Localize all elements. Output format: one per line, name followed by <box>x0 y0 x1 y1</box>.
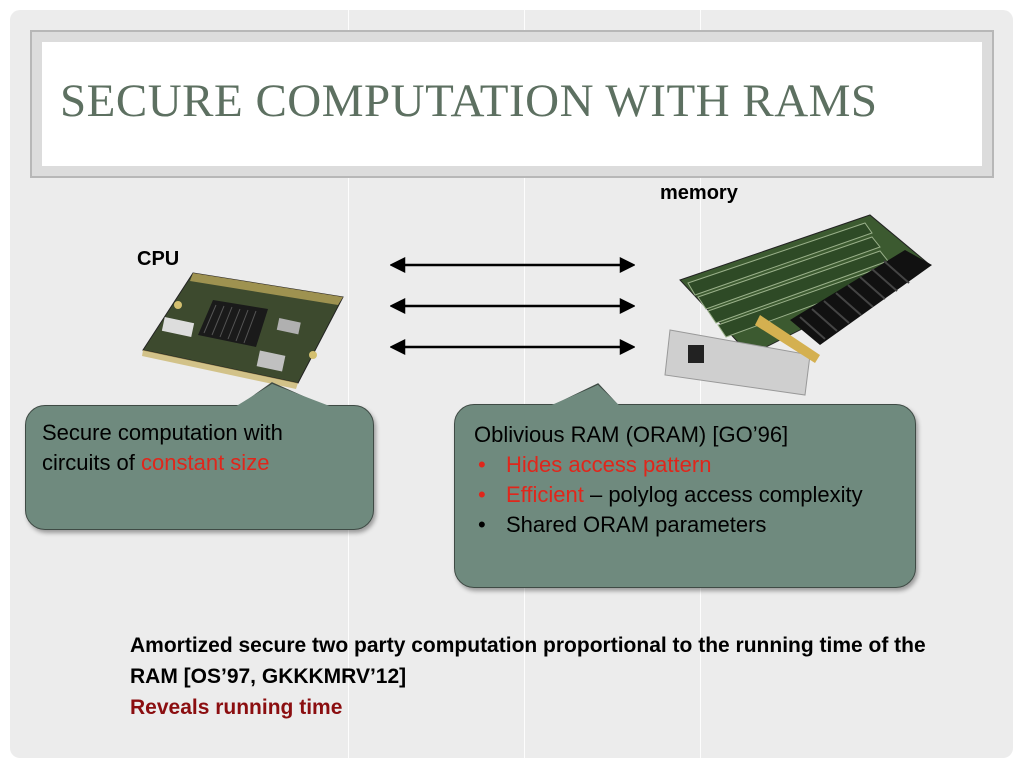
summary-line: Amortized secure two party computation p… <box>130 634 926 688</box>
list-item: •Efficient – polylog access complexity <box>474 480 904 510</box>
cpu-board-image <box>142 272 344 389</box>
background-stripe <box>524 10 525 758</box>
cpu-label: CPU <box>137 248 180 270</box>
slide-title: SECURE COMPUTATION WITH RAMS <box>60 75 878 127</box>
background-stripe <box>700 10 701 758</box>
circuit-callout <box>25 405 374 530</box>
constant-size-highlight: constant size <box>141 450 270 475</box>
circuit-callout-text: Secure computation with circuits of cons… <box>42 420 283 475</box>
bullet-icon: • <box>478 452 486 477</box>
bullet-icon: • <box>478 482 486 507</box>
reveals-running-time: Reveals running time <box>130 696 343 719</box>
summary-text: Amortized secure two party computation p… <box>130 630 930 723</box>
title-frame: SECURE COMPUTATION WITH RAMS <box>30 30 994 178</box>
ram-card-image <box>664 214 932 396</box>
cpu-memory-arrows <box>390 256 635 356</box>
oram-callout <box>454 404 916 588</box>
bullet-icon: • <box>478 512 486 537</box>
list-item: •Shared ORAM parameters <box>474 510 904 540</box>
oram-bullet-list: •Hides access pattern •Efficient – polyl… <box>474 450 904 540</box>
list-item: •Hides access pattern <box>474 450 904 480</box>
oram-heading: Oblivious RAM (ORAM) [GO’96] <box>474 422 789 447</box>
memory-label: memory <box>660 182 738 204</box>
slide: SECURE COMPUTATION WITH RAMS CPU memory <box>10 10 1013 758</box>
background-stripe <box>348 10 349 758</box>
oram-callout-text: Oblivious RAM (ORAM) [GO’96] •Hides acce… <box>474 420 904 540</box>
